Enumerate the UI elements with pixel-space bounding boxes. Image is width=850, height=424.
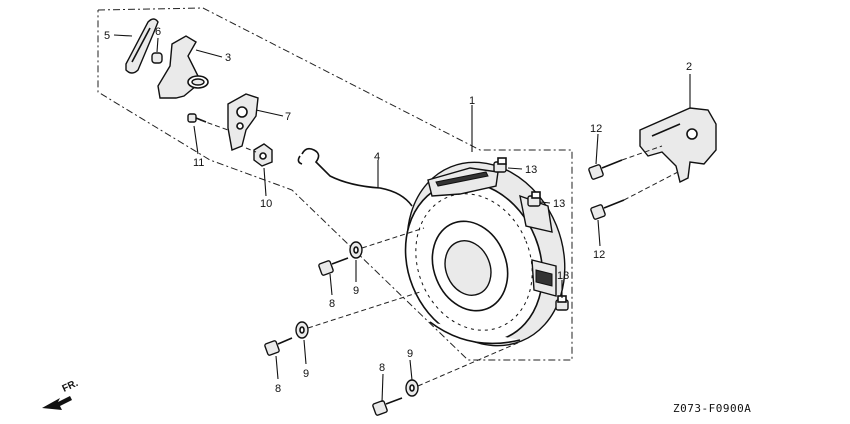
- cover-plate-part: [639, 107, 717, 184]
- group-boundary-upper: [97, 7, 573, 361]
- callout-8-lower: 8: [379, 362, 385, 374]
- front-direction-indicator: FR.: [42, 378, 80, 410]
- callout-8-upper: 8: [329, 298, 335, 310]
- nut-13-top: [493, 157, 507, 173]
- washer-9-lower: [405, 379, 419, 397]
- callout-9-lower: 9: [407, 348, 413, 360]
- bracket-part: [227, 93, 259, 151]
- callout-3: 3: [225, 52, 231, 64]
- recoil-starter-housing: [404, 161, 566, 347]
- nut-13-mid: [527, 191, 541, 207]
- starter-rope-part: [297, 147, 413, 207]
- callout-5: 5: [104, 30, 110, 42]
- callout-6: 6: [155, 26, 161, 38]
- washer-9-upper: [349, 241, 363, 259]
- guide-line: [417, 341, 521, 387]
- bolt-12-lower: [590, 199, 625, 220]
- starter-grip-part: [157, 35, 209, 99]
- callout-13-top: 13: [525, 164, 537, 176]
- bolt-8-lower: [372, 397, 403, 416]
- callout-13-mid: 13: [553, 198, 565, 210]
- callout-10: 10: [260, 198, 272, 210]
- diagram-code: Z073-F0900A: [673, 402, 751, 415]
- guide-line: [623, 171, 679, 201]
- handle-grip-part: [125, 18, 159, 74]
- callout-1: 1: [469, 95, 475, 107]
- clip-10-part: [253, 143, 273, 167]
- bolt-8-upper: [318, 257, 349, 276]
- callout-9-middle: 9: [303, 368, 309, 380]
- callout-12-lower: 12: [593, 249, 605, 261]
- callout-9-upper: 9: [353, 285, 359, 297]
- callout-4: 4: [374, 151, 380, 163]
- guide-line: [307, 291, 421, 329]
- callout-8-middle: 8: [275, 383, 281, 395]
- bolt-12-upper: [588, 159, 623, 180]
- guide-line: [199, 119, 229, 131]
- nut-13-low: [555, 295, 569, 311]
- bolt-8-middle: [264, 337, 293, 356]
- leader-lines: [113, 34, 691, 403]
- washer-9-middle: [295, 321, 309, 339]
- callout-2: 2: [686, 61, 692, 73]
- callout-13-low: 13: [557, 270, 569, 282]
- front-arrow-icon: [42, 396, 72, 410]
- front-label: FR.: [61, 378, 80, 395]
- callout-11: 11: [193, 157, 204, 169]
- guide-line: [621, 145, 663, 161]
- guide-line: [245, 147, 257, 153]
- callout-7: 7: [285, 111, 291, 123]
- callout-12-upper: 12: [590, 123, 602, 135]
- cap-part: [151, 52, 163, 64]
- guide-line: [361, 227, 425, 249]
